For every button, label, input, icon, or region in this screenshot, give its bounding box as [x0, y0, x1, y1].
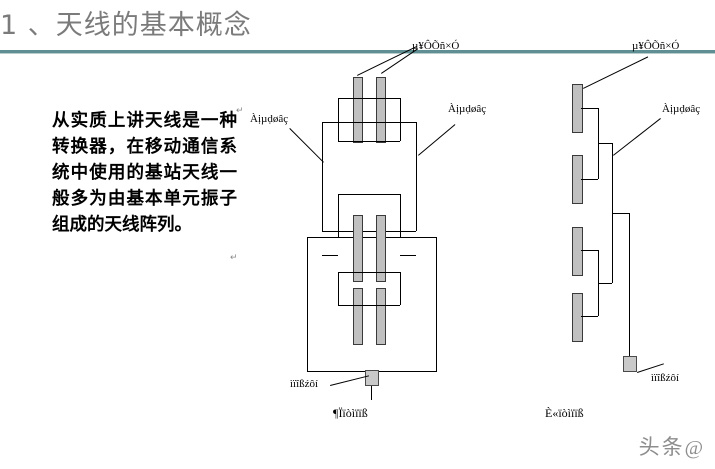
feed-wire	[322, 122, 416, 123]
feed-wire	[581, 316, 598, 317]
feed-wire	[581, 250, 598, 251]
feed-wire	[400, 255, 416, 256]
watermark-text: 头条	[638, 435, 685, 459]
dipole-element	[353, 215, 363, 282]
label-element: µ¥Ô­Õñ×Ó	[412, 40, 460, 52]
feed-wire	[338, 98, 400, 99]
feed-wire	[598, 283, 612, 284]
label-feed-network: Àịµḍøâç	[662, 103, 701, 115]
feed-wire	[400, 194, 401, 237]
right-diagram-caption: È«ïòìïïß	[545, 406, 584, 420]
feed-wire	[400, 272, 401, 305]
feed-wire	[338, 237, 400, 238]
watermark-symbol: @	[684, 437, 705, 459]
feed-trunk-wire	[629, 213, 630, 360]
feed-wire	[322, 255, 338, 256]
rf-connector	[365, 370, 379, 386]
leader-line-feed-network-left	[289, 128, 324, 163]
feed-wire	[338, 272, 339, 305]
feed-wire	[416, 122, 417, 231]
label-feed-network-left: Àịµḍøâç	[250, 113, 289, 125]
label-connector: ìïîßźôí	[290, 378, 319, 390]
leader-line-feed-network	[613, 118, 661, 156]
feed-wire	[581, 179, 598, 180]
feed-wire	[581, 108, 598, 109]
feed-wire	[612, 213, 629, 214]
feed-wire	[598, 143, 612, 144]
feed-wire	[338, 305, 400, 306]
left-diagram-caption: ¶Ïïòìïïß	[333, 406, 368, 420]
body-paragraph: 从实质上讲天线是一种转换器，在移动通信系统中使用的基站天线一般多为由基本单元振子…	[52, 111, 237, 235]
leader-line-feed-network	[418, 124, 456, 156]
feed-wire	[400, 98, 401, 141]
paragraph-mark-top: ↵	[236, 105, 244, 115]
leader-line-connector	[330, 375, 370, 386]
dipole-element	[572, 227, 583, 276]
label-connector: ìïîßźôí	[651, 372, 680, 384]
label-feed-network: Àịµḍøâç	[448, 103, 487, 115]
title-divider	[0, 50, 715, 53]
feed-wire	[338, 141, 400, 142]
title-divider-shadow	[0, 53, 715, 54]
dipole-element	[353, 288, 363, 345]
dipole-element	[353, 77, 363, 143]
label-element: µ¥Ô­Õñ×Ó	[632, 40, 680, 52]
dipole-element	[376, 77, 386, 143]
leader-line-element	[583, 56, 649, 89]
feed-wire	[338, 194, 339, 237]
feed-wire	[322, 122, 323, 231]
dipole-element	[376, 215, 386, 282]
paragraph-mark-bottom: ↵	[230, 252, 238, 262]
feed-wire	[322, 231, 416, 232]
feed-wire	[338, 98, 339, 141]
watermark: 头条@	[639, 431, 705, 461]
dipole-element	[572, 293, 583, 342]
page-title: 1 、天线的基本概念	[0, 10, 252, 41]
feed-wire	[338, 194, 400, 195]
rf-connector	[623, 356, 637, 372]
feed-wire	[338, 272, 400, 273]
dipole-element	[376, 288, 386, 345]
